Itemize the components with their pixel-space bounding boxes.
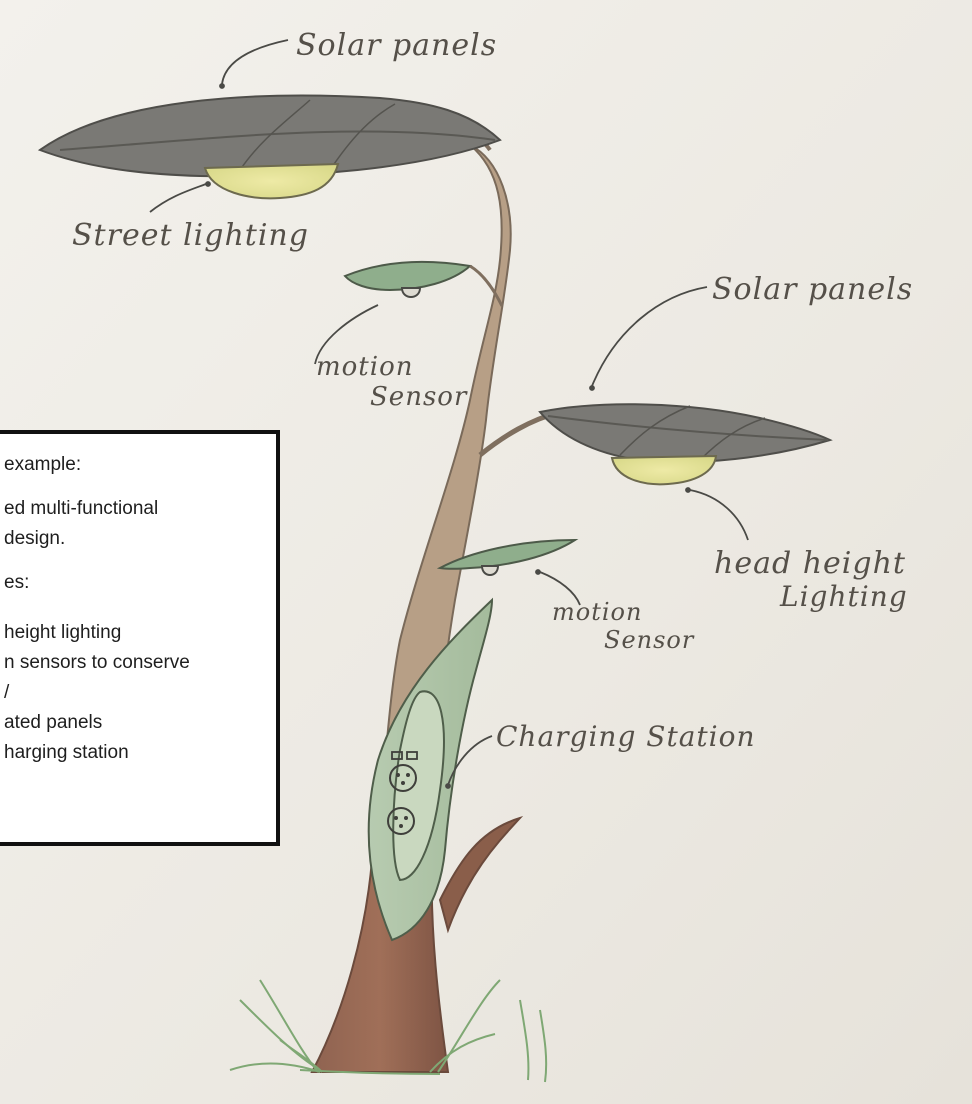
text-line-3: design. <box>4 528 65 550</box>
label-solar-panels-right: Solar panels <box>712 272 913 307</box>
upper-motion-sensor-icon <box>402 288 420 297</box>
label-motion-sensor-lower-1: motion <box>552 598 642 626</box>
label-charging-station: Charging Station <box>496 720 756 753</box>
label-motion-sensor-lower-2: Sensor <box>604 626 694 654</box>
label-solar-panels-top: Solar panels <box>296 28 497 63</box>
label-head-height-1: head height <box>714 546 906 581</box>
text-line-9: harging station <box>4 742 129 764</box>
text-line-5: height lighting <box>4 622 121 644</box>
text-line-7: / <box>4 682 9 704</box>
label-motion-sensor-upper-2: Sensor <box>370 382 467 412</box>
label-motion-sensor-upper-1: motion <box>316 352 413 382</box>
label-head-height-2: Lighting <box>780 580 908 613</box>
text-line-8: ated panels <box>4 712 102 734</box>
text-line-6: n sensors to conserve <box>4 652 190 674</box>
text-line-1: example: <box>4 454 81 476</box>
text-line-4: es: <box>4 572 29 594</box>
lower-motion-sensor-icon <box>482 566 498 575</box>
text-line-2: ed multi-functional <box>4 498 158 520</box>
features-text-box: example: ed multi-functional design. es:… <box>0 430 280 846</box>
label-street-lighting: Street lighting <box>72 218 309 253</box>
